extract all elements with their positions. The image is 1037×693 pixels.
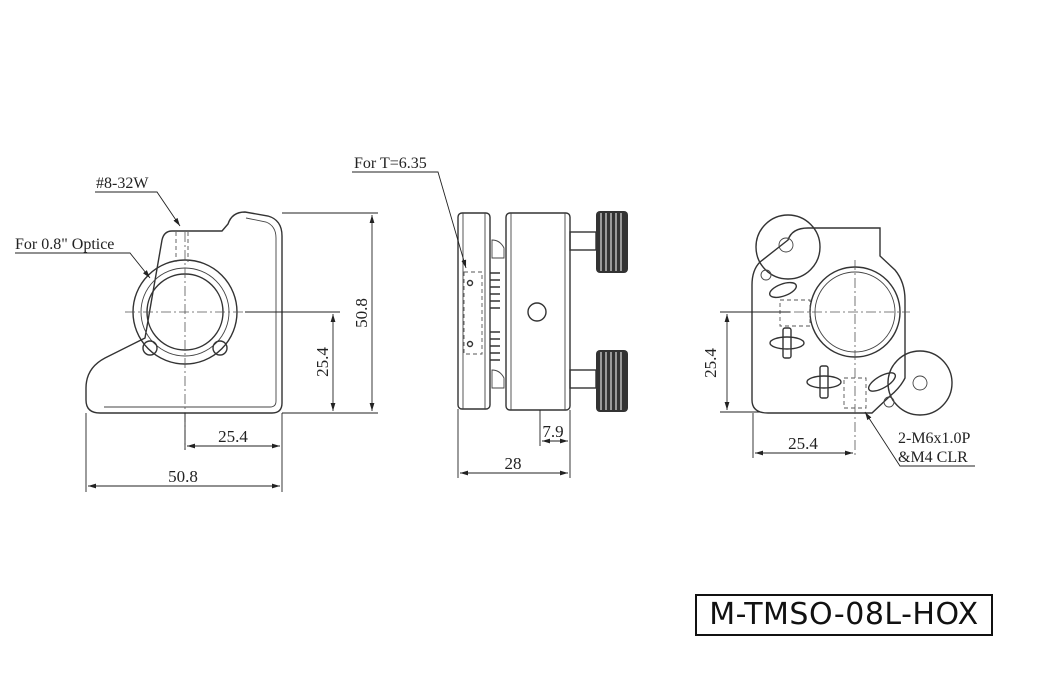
- cross-screw-left: [769, 327, 805, 359]
- cross-screw-right: [867, 372, 897, 392]
- cross-screw-top: [768, 281, 798, 299]
- dim-depth-total: 28: [505, 454, 522, 473]
- leader-optic: [15, 252, 151, 279]
- leader-thickness: [352, 171, 467, 269]
- adjuster-wheel-lower: [887, 350, 953, 416]
- side-view: For T=6.35 7.9 28: [352, 155, 628, 478]
- front-view: #8-32W For 0.8" Optice 50.8 25.4 25.4 50…: [15, 175, 378, 492]
- adjuster-knob-upper: [596, 211, 628, 273]
- back-body-outline: [751, 227, 906, 414]
- pin-left: [142, 340, 158, 356]
- optic-note: For 0.8" Optice: [15, 236, 114, 253]
- spring-upper: [490, 272, 500, 309]
- side-body: [505, 212, 571, 411]
- side-front-plate: [457, 212, 491, 410]
- dim-width-center: 25.4: [218, 427, 248, 446]
- cross-screw-middle: [806, 365, 842, 399]
- dim-width-total: 50.8: [168, 467, 198, 486]
- part-number-label: M-TMSO-08L-HOX: [695, 594, 993, 636]
- spring-lower: [490, 331, 500, 361]
- mount-note-line2: &M4 CLR: [898, 449, 968, 466]
- leader-thread: [95, 191, 181, 227]
- front-body-inner-edge: [104, 217, 277, 408]
- dim-height-center: 25.4: [313, 347, 332, 377]
- adjuster-knob-lower: [596, 350, 628, 412]
- dim-back-width-center: 25.4: [788, 434, 818, 453]
- adjuster-wheel-upper: [755, 214, 821, 280]
- mount-note-line1: 2-M6x1.0P: [898, 430, 971, 447]
- dim-back-height-center: 25.4: [701, 348, 720, 378]
- side-body-hole: [527, 302, 547, 322]
- front-body-outline: [85, 211, 283, 414]
- leader-mount-holes: [864, 411, 975, 467]
- pin-right: [212, 340, 228, 356]
- back-view: 25.4 25.4 2-M6x1.0P &M4 CLR: [701, 214, 975, 467]
- dim-height-total: 50.8: [352, 298, 371, 328]
- thickness-note: For T=6.35: [354, 155, 427, 172]
- thread-note: #8-32W: [96, 175, 149, 192]
- dim-knob-offset: 7.9: [542, 422, 563, 441]
